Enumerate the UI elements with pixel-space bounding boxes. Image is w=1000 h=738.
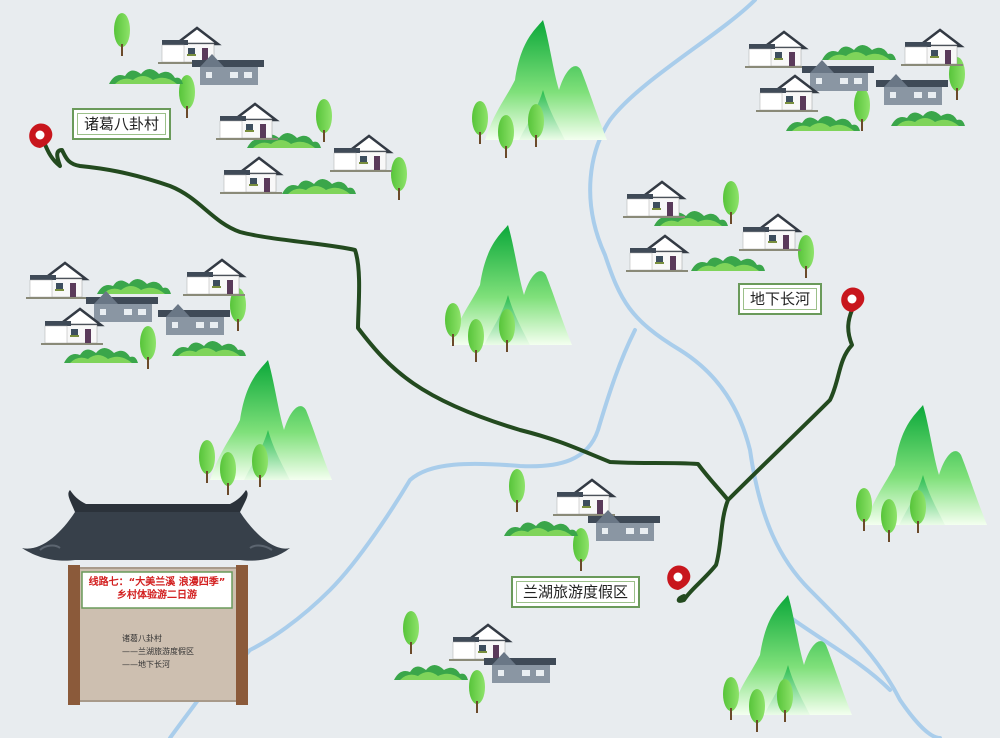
house-icon — [214, 102, 280, 142]
board-route-item: ——地下长河 — [122, 660, 170, 669]
tree-icon — [777, 679, 793, 722]
board-title-line1: 线路七：“大美兰溪 浪漫四季” — [88, 577, 226, 588]
location-pin-icon[interactable] — [841, 287, 865, 312]
house-icon — [181, 258, 247, 298]
tree-icon — [881, 499, 897, 542]
board-route-item: 诸葛八卦村 — [122, 634, 162, 643]
house-icon — [328, 134, 394, 174]
tree-icon — [528, 104, 544, 147]
house-icon — [39, 307, 105, 347]
board-route-item: ——兰湖旅游度假区 — [122, 647, 194, 656]
tree-icon — [316, 99, 332, 142]
place-label-dixia[interactable]: 地下长河 — [738, 283, 823, 315]
tree-icon — [910, 490, 926, 533]
bush-icon — [109, 69, 183, 84]
house-icon — [876, 74, 948, 105]
tree-icon — [749, 689, 765, 732]
board-route-list: 诸葛八卦村 ——兰湖旅游度假区 ——地下长河 — [122, 632, 194, 671]
house-icon — [24, 261, 90, 301]
place-label-lanhu[interactable]: 兰湖旅游度假区 — [511, 576, 641, 608]
board-title-line2: 乡村体验游二日游 — [117, 590, 197, 601]
board-title: 线路七：“大美兰溪 浪漫四季” 乡村体验游二日游 — [82, 576, 232, 602]
tree-icon — [403, 611, 419, 654]
tree-icon — [798, 235, 814, 278]
bush-icon — [97, 279, 171, 294]
bush-icon — [786, 116, 860, 131]
gate-roof-icon — [22, 512, 290, 561]
tree-icon — [509, 469, 525, 512]
tree-icon — [854, 88, 870, 131]
house-icon — [802, 60, 874, 91]
house-icon — [743, 30, 809, 70]
house-icon — [158, 304, 230, 335]
river-main — [588, 0, 942, 738]
tree-icon — [252, 444, 268, 487]
bush-icon — [691, 256, 765, 271]
house-icon — [218, 156, 284, 196]
travel-route — [42, 140, 854, 603]
house-icon — [624, 234, 690, 274]
route-signboard — [22, 490, 290, 705]
bush-icon — [172, 341, 246, 356]
tree-icon — [391, 157, 407, 200]
tree-icon — [468, 319, 484, 362]
house-icon — [551, 478, 617, 518]
house-icon — [754, 74, 820, 114]
tree-icon — [499, 309, 515, 352]
tree-icon — [220, 452, 236, 495]
bush-icon — [394, 665, 468, 680]
place-label-zhuge[interactable]: 诸葛八卦村 — [72, 108, 172, 140]
bush-icon — [822, 45, 896, 60]
bush-icon — [891, 111, 965, 126]
tree-icon — [469, 670, 485, 713]
tree-icon — [140, 326, 156, 369]
location-pin-icon[interactable] — [667, 565, 691, 590]
location-pin-icon[interactable] — [29, 123, 53, 148]
bush-icon — [282, 179, 356, 194]
house-icon — [899, 28, 965, 68]
tree-icon — [114, 13, 130, 56]
bush-icon — [64, 348, 138, 363]
tree-icon — [472, 101, 488, 144]
house-icon — [86, 291, 158, 322]
house-icon — [737, 213, 803, 253]
tree-icon — [498, 115, 514, 158]
bush-icon — [504, 521, 578, 536]
house-icon — [621, 180, 687, 220]
river-west-branch — [237, 328, 637, 682]
tree-icon — [723, 181, 739, 224]
